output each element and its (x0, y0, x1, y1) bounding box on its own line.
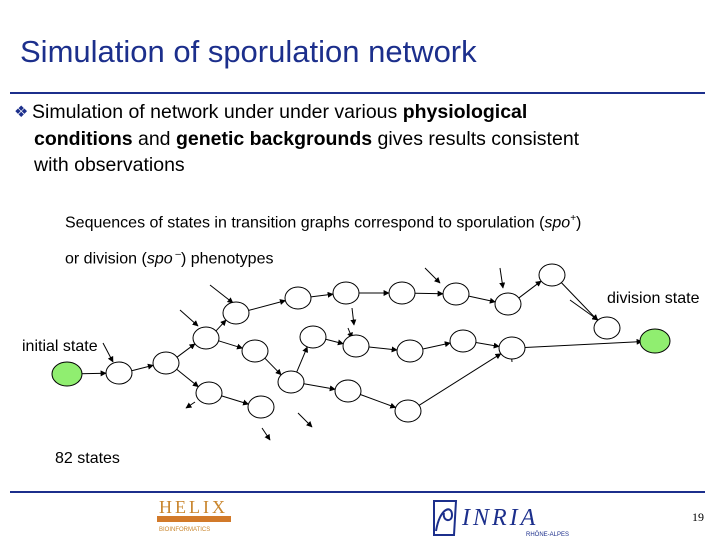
state-node (394, 399, 422, 423)
initial-state-node (51, 361, 83, 387)
inria-logo: INRIA RHÔNE-ALPES (433, 500, 569, 538)
bullet-bold: physiological (402, 101, 528, 123)
state-node (192, 326, 220, 350)
transition-edge (303, 383, 336, 392)
state-node (247, 395, 275, 419)
transition-edge (424, 267, 441, 284)
graph-edges (79, 267, 643, 441)
sub-line-1: Sequences of states in transition graphs… (65, 203, 581, 239)
transition-edge (418, 353, 502, 406)
spo-italic: spo (146, 250, 173, 268)
sub-text: ) (576, 214, 582, 232)
slide-title: Simulation of sporulation network (20, 34, 477, 69)
transition-edge (350, 307, 357, 326)
transition-edge (360, 394, 397, 409)
state-node (342, 334, 370, 358)
state-node (241, 339, 269, 363)
state-node (284, 286, 312, 310)
bullet-text: and (132, 128, 176, 150)
graph-nodes (51, 263, 671, 423)
transition-edge (499, 267, 506, 289)
state-node (538, 263, 566, 287)
state-node (152, 351, 180, 375)
main-bullet: ❖Simulation of network under under vario… (14, 99, 714, 178)
bullet-bold: conditions (34, 128, 133, 150)
diamond-bullet-icon: ❖ (14, 104, 29, 121)
sub-text: Sequences of states in transition graphs… (65, 214, 545, 232)
sub-text: ) phenotypes (180, 250, 274, 268)
transition-edge (468, 295, 496, 304)
state-node (388, 281, 416, 305)
transition-edge (264, 357, 282, 376)
sub-line-2: or division (spo –) phenotypes (65, 239, 581, 275)
state-node (277, 370, 305, 394)
bullet-line-3: with observations (14, 152, 714, 178)
transition-edge (215, 319, 227, 332)
division-state-label: division state (607, 290, 700, 307)
helix-logo: HELIX BIOINFORMATICS (157, 497, 231, 533)
transition-edge (179, 309, 199, 327)
transition-edge (248, 299, 286, 311)
transition-edge (297, 412, 313, 428)
transition-edge (422, 341, 451, 350)
sub-description: Sequences of states in transition graphs… (65, 203, 581, 276)
state-node (332, 281, 360, 305)
transition-edge (524, 338, 643, 348)
state-node (195, 381, 223, 405)
transition-edge (569, 299, 599, 321)
helix-logo-text: HELIX (159, 497, 228, 517)
transition-edge (261, 427, 271, 441)
bullet-text: Simulation of network under under variou… (32, 101, 403, 123)
state-node (449, 329, 477, 353)
state-count-label: 82 states (55, 450, 120, 467)
sub-text: or division ( (65, 250, 147, 268)
transition-edge (414, 290, 444, 297)
state-node (105, 361, 133, 385)
state-node (593, 316, 621, 340)
spo-plus-sup: + (570, 213, 577, 224)
transition-edge (518, 280, 542, 299)
transition-edge (185, 401, 196, 409)
top-divider (10, 92, 705, 94)
inria-sub-text: RHÔNE-ALPES (526, 531, 569, 538)
transition-edge (209, 284, 234, 304)
state-node (334, 379, 362, 403)
helix-sub-text: BIOINFORMATICS (159, 527, 210, 533)
transition-edge (296, 346, 308, 373)
transition-edge (221, 395, 250, 406)
spo-minus-sup: – (172, 249, 181, 261)
state-node (442, 282, 470, 306)
transition-edge (131, 363, 154, 372)
transition-edge (368, 346, 398, 353)
transition-edge (176, 343, 196, 358)
division-state-node (639, 328, 671, 354)
initial-state-label: initial state (22, 338, 98, 355)
page-number: 19 (692, 510, 704, 524)
transition-edge (475, 342, 500, 349)
bottom-divider (10, 491, 705, 493)
transition-edge (176, 368, 199, 388)
spo-italic: spo (544, 214, 571, 232)
bullet-bold: genetic backgrounds (175, 128, 373, 150)
state-node (396, 339, 424, 363)
transition-edge (79, 370, 107, 377)
bullet-line-2: conditions and genetic backgrounds gives… (14, 126, 714, 152)
transition-edge (102, 342, 114, 363)
transition-edge (218, 340, 244, 350)
transition-edge (310, 291, 334, 298)
transition-edge (561, 282, 599, 321)
state-node (299, 325, 327, 349)
state-node (498, 336, 526, 360)
bullet-text: gives results consistent (372, 128, 580, 150)
state-node (222, 301, 250, 325)
bullet-line-1: ❖Simulation of network under under vario… (14, 99, 714, 126)
bullet-text: with observations (34, 154, 185, 176)
state-node (494, 292, 522, 316)
transition-edge (325, 338, 344, 346)
inria-logo-text: INRIA (461, 505, 538, 531)
